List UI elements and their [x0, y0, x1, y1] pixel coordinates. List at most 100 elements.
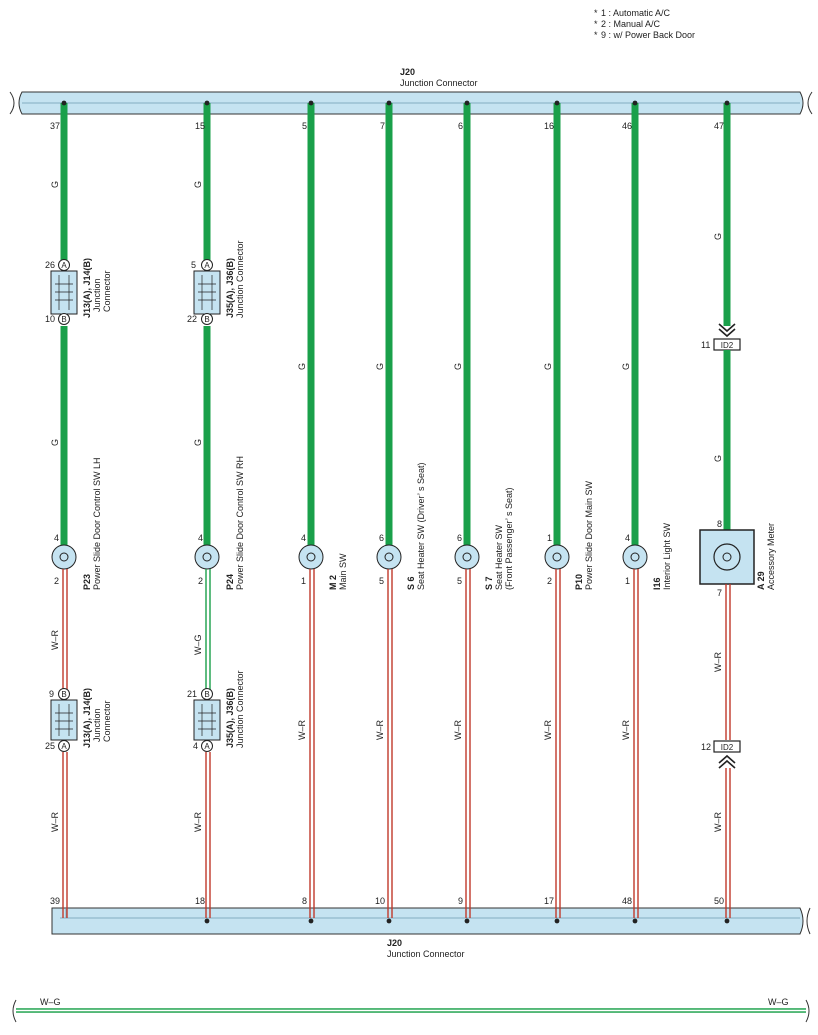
sw-code: S 7 [484, 576, 494, 590]
sw-pin: 6 [457, 533, 462, 543]
bottom-splice-dots [204, 918, 730, 924]
sw-pin: 1 [625, 576, 630, 586]
notes: * 1 : Automatic A/C * 2 : Manual A/C * 9… [594, 8, 695, 40]
junction-connector [50, 699, 78, 741]
bottom-pin: 8 [302, 896, 307, 906]
sw-pin: 2 [198, 576, 203, 586]
sw-pin: 4 [625, 533, 630, 543]
junction-connector [50, 270, 78, 315]
jc-pin: 21 [187, 689, 197, 699]
sw-pin: 2 [547, 576, 552, 586]
sw-name: Seat Heater SW [494, 524, 504, 590]
id-code: ID2 [721, 341, 734, 350]
jc-pin: 22 [187, 314, 197, 324]
sw-pin: 5 [379, 576, 384, 586]
bottom-bus-code: J20 [387, 938, 402, 948]
switch-symbol [51, 544, 77, 570]
jc-name: Connector [102, 270, 112, 312]
wire-color: G [453, 363, 463, 370]
sw-name: Seat Heater SW (Driver’ s Seat) [416, 462, 426, 590]
switch-symbol [544, 544, 570, 570]
note-mark: * [594, 19, 598, 29]
wire-color: G [193, 181, 203, 188]
top-bus-bar [9, 91, 813, 115]
meter-symbol [699, 529, 755, 585]
wire-color: G [621, 363, 631, 370]
top-pin: 6 [458, 121, 463, 131]
switch-symbol [454, 544, 480, 570]
bottom-pin: 39 [50, 896, 60, 906]
note-text: 2 : Manual A/C [601, 19, 661, 29]
top-bus-name: Junction Connector [400, 78, 478, 88]
sw-pin: 1 [547, 533, 552, 543]
wire-color: G [50, 181, 60, 188]
wire-color: W–R [193, 812, 203, 833]
jc-name: Junction Connector [235, 240, 245, 318]
splice-dot [61, 100, 67, 106]
jc-letter: A [61, 261, 67, 270]
circuit-s6: 7 G 6 5 S 6 Seat Heater SW (Driver’ s Se… [375, 100, 426, 918]
jc-letter: B [204, 690, 209, 699]
bottom-pin: 48 [622, 896, 632, 906]
sw-code: M 2 [328, 575, 338, 590]
sw-pin: 4 [54, 533, 59, 543]
meter-pin: 8 [717, 519, 722, 529]
wire-color: G [375, 363, 385, 370]
wire-color: G [713, 455, 723, 462]
jc-pin: 25 [45, 741, 55, 751]
circuit-s7: 6 G 6 5 S 7 Seat Heater SW (Front Passen… [453, 100, 514, 918]
jc-pin: 4 [193, 741, 198, 751]
meter-pin: 7 [717, 588, 722, 598]
wire-color: W–R [297, 720, 307, 741]
circuit-p10: 16 G 1 2 P10 Power Slide Door Main SW W–… [543, 100, 594, 918]
sw-pin: 2 [54, 576, 59, 586]
wire-color: G [543, 363, 553, 370]
sw-name: Interior Light SW [662, 522, 672, 590]
jc-code: J13(A), J14(B) [82, 258, 92, 318]
sw-code: P23 [82, 574, 92, 590]
jc-letter: B [204, 315, 209, 324]
jc-pin: 10 [45, 314, 55, 324]
sw-name-2: (Front Passenger’ s Seat) [504, 487, 514, 590]
bottom-wire-right-label: W–G [768, 997, 789, 1007]
switch-symbol [298, 544, 324, 570]
bottom-pin: 50 [714, 896, 724, 906]
top-pin: 47 [714, 121, 724, 131]
switch-symbol [194, 544, 220, 570]
circuit-i16: 46 G 4 1 I16 Interior Light SW W–R 48 [621, 100, 672, 918]
jc-pin: 9 [49, 689, 54, 699]
sw-code: S 6 [406, 576, 416, 590]
bottom-pin: 17 [544, 896, 554, 906]
bottom-pin: 10 [375, 896, 385, 906]
circuit-a29: 47 G ID2 11 G 8 7 A 29 Accessory Meter W… [699, 100, 776, 918]
junction-connector [193, 699, 221, 741]
jc-pin: 26 [45, 260, 55, 270]
sw-pin: 1 [301, 576, 306, 586]
jc-name: Junction [92, 708, 102, 742]
meter-name: Accessory Meter [766, 523, 776, 590]
sw-name: Main SW [338, 553, 348, 590]
jc-name: Junction [92, 278, 102, 312]
sw-name: Power Slide Door Control SW RH [235, 456, 245, 590]
jc-letter: A [61, 742, 67, 751]
sw-pin: 6 [379, 533, 384, 543]
top-pin: 5 [302, 121, 307, 131]
note-text: 9 : w/ Power Back Door [601, 30, 695, 40]
jc-letter: A [204, 261, 210, 270]
top-pin: 16 [544, 121, 554, 131]
wire-color: W–G [193, 634, 203, 655]
bottom-pin: 9 [458, 896, 463, 906]
bottom-pin: 18 [195, 896, 205, 906]
wire-color: G [713, 233, 723, 240]
top-pin: 37 [50, 121, 60, 131]
wire-color: W–R [50, 812, 60, 833]
sw-name: Power Slide Door Main SW [584, 480, 594, 590]
jc-letter: B [61, 315, 66, 324]
meter-code: A 29 [756, 571, 766, 590]
inline-connector [713, 740, 741, 753]
jc-name: Junction Connector [235, 670, 245, 748]
bottom-wire-left-label: W–G [40, 997, 61, 1007]
jc-pin: 5 [191, 260, 196, 270]
jc-code: J13(A), J14(B) [82, 688, 92, 748]
jc-code: J35(A), J36(B) [225, 688, 235, 748]
